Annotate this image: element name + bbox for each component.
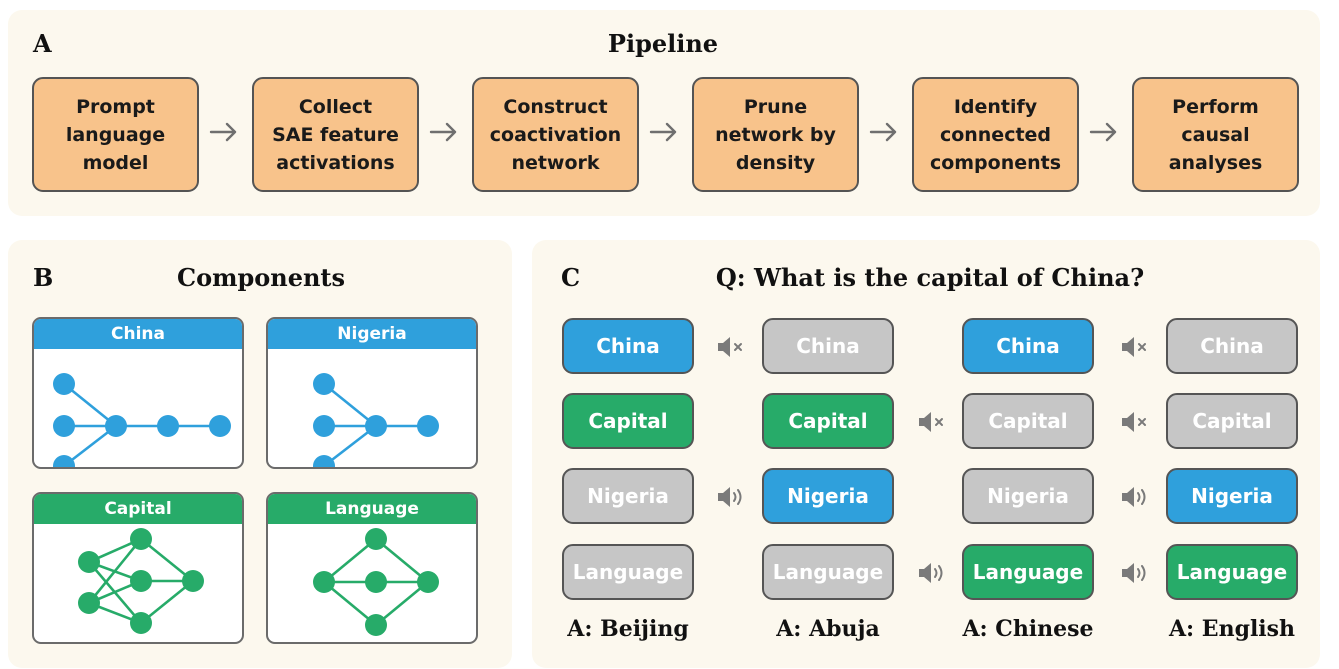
- network-edge: [140, 579, 194, 625]
- panel-b-label: B: [33, 263, 54, 292]
- token-china: China: [962, 318, 1094, 374]
- pipeline-step: Construct coactivation network: [472, 77, 639, 192]
- network-node: [53, 373, 75, 395]
- pipeline-step: Perform causal analyses: [1132, 77, 1299, 192]
- component-card-title: China: [34, 319, 242, 349]
- network-node: [209, 415, 231, 437]
- token-nigeria: Nigeria: [962, 468, 1094, 524]
- token-capital: Capital: [962, 393, 1094, 449]
- network-node: [130, 612, 152, 634]
- network-node: [182, 570, 204, 592]
- speaker-on-icon: [1122, 487, 1146, 507]
- components-title: Components: [176, 263, 346, 292]
- token-china: China: [762, 318, 894, 374]
- component-card: Nigeria: [266, 317, 478, 469]
- token-capital: Capital: [562, 393, 694, 449]
- network-node: [78, 551, 100, 573]
- network-node: [157, 415, 179, 437]
- network-edge: [323, 537, 377, 584]
- token-china: China: [562, 318, 694, 374]
- network-node: [313, 571, 335, 593]
- network-edge: [63, 382, 117, 428]
- token-china: China: [1166, 318, 1298, 374]
- answer-label: A: Abuja: [776, 616, 880, 642]
- network-edge: [323, 580, 377, 627]
- network-node: [365, 571, 387, 593]
- token-language: Language: [962, 544, 1094, 600]
- network-node: [365, 415, 387, 437]
- component-network-graph: [313, 373, 439, 467]
- network-node: [130, 528, 152, 550]
- panel-c-label: C: [561, 263, 581, 292]
- speaker-on-icon: [1122, 563, 1146, 583]
- token-capital: Capital: [762, 393, 894, 449]
- answer-label: A: Chinese: [962, 616, 1094, 642]
- right-arrow-icon: [649, 122, 677, 142]
- question-title: Q: What is the capital of China?: [715, 263, 1145, 292]
- component-network-graph: [313, 528, 439, 636]
- network-node: [417, 415, 439, 437]
- token-nigeria: Nigeria: [1166, 468, 1298, 524]
- component-card-title: Nigeria: [268, 319, 476, 349]
- right-arrow-icon: [1089, 122, 1117, 142]
- pipeline-panel: [8, 10, 1320, 216]
- component-card: China: [32, 317, 244, 469]
- network-edge: [375, 537, 429, 584]
- network-node: [313, 415, 335, 437]
- right-arrow-icon: [869, 122, 897, 142]
- token-nigeria: Nigeria: [762, 468, 894, 524]
- speaker-on-icon: [919, 563, 943, 583]
- token-language: Language: [1166, 544, 1298, 600]
- token-language: Language: [562, 544, 694, 600]
- network-edge: [87, 538, 143, 604]
- network-node: [313, 455, 335, 467]
- token-capital: Capital: [1166, 393, 1298, 449]
- panel-a-label: A: [33, 29, 52, 58]
- muted-speaker-icon: [1122, 412, 1146, 432]
- component-card-title: Language: [268, 494, 476, 524]
- pipeline-step: Prune network by density: [692, 77, 859, 192]
- component-card: Capital: [32, 492, 244, 644]
- pipeline-step: Prompt language model: [32, 77, 199, 192]
- network-edge: [375, 580, 429, 627]
- network-node: [53, 415, 75, 437]
- speaker-on-icon: [718, 487, 742, 507]
- muted-speaker-icon: [919, 412, 943, 432]
- causal-analysis-panel: [532, 240, 1320, 668]
- pipeline-title: Pipeline: [607, 29, 719, 58]
- right-arrow-icon: [429, 122, 457, 142]
- answer-label: A: Beijing: [567, 616, 689, 642]
- network-node: [313, 373, 335, 395]
- network-edge: [140, 537, 194, 583]
- pipeline-step: Identify connected components: [912, 77, 1079, 192]
- pipeline-step: Collect SAE feature activations: [252, 77, 419, 192]
- component-network-graph: [78, 528, 204, 634]
- network-node: [130, 570, 152, 592]
- muted-speaker-icon: [718, 337, 742, 357]
- network-node: [105, 415, 127, 437]
- answer-label: A: English: [1168, 616, 1296, 642]
- token-language: Language: [762, 544, 894, 600]
- network-node: [78, 592, 100, 614]
- right-arrow-icon: [209, 122, 237, 142]
- network-node: [365, 614, 387, 636]
- network-edge: [323, 382, 377, 428]
- network-node: [53, 455, 75, 467]
- network-node: [417, 571, 439, 593]
- token-nigeria: Nigeria: [562, 468, 694, 524]
- muted-speaker-icon: [1122, 337, 1146, 357]
- component-card: Language: [266, 492, 478, 644]
- component-network-graph: [53, 373, 231, 467]
- component-card-title: Capital: [34, 494, 242, 524]
- network-node: [365, 528, 387, 550]
